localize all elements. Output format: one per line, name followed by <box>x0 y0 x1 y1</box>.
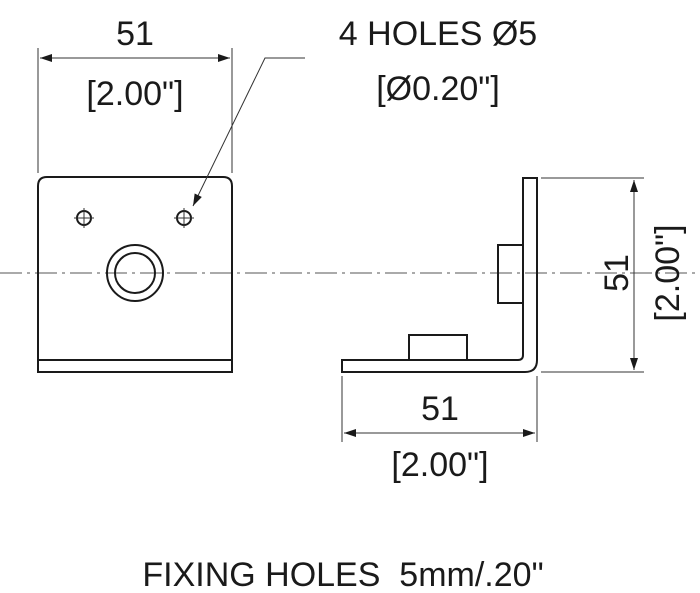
boss-inner <box>114 252 156 294</box>
fixing-hole-left <box>74 208 94 228</box>
front-width-dim-value: 51 <box>116 15 154 53</box>
front-width-dim-imperial: [2.00"] <box>86 75 183 113</box>
holes-callout: 4 HOLES Ø5 [Ø0.20"] <box>192 15 537 207</box>
side-vertical-dim-value: 51 <box>598 254 636 292</box>
fixing-holes-note: FIXING HOLES 5mm/.20" <box>142 556 543 593</box>
holes-callout-line1: 4 HOLES Ø5 <box>339 15 537 53</box>
boss-outer <box>106 244 164 302</box>
boss-side-horizontal <box>408 334 468 361</box>
side-vertical-dimension: 51 [2.00"] <box>541 177 687 373</box>
angle-bracket-profile <box>341 177 538 373</box>
side-vertical-dim-imperial: [2.00"] <box>649 224 687 321</box>
fixing-hole-right <box>174 208 194 228</box>
bracket-base-flange <box>37 359 233 373</box>
boss-side-vertical <box>497 244 524 304</box>
holes-leader-line <box>192 57 305 207</box>
holes-callout-line2: [Ø0.20"] <box>376 70 500 108</box>
side-horizontal-dimension: 51 [2.00"] <box>341 376 538 484</box>
front-width-dimension: 51 [2.00"] <box>37 15 233 173</box>
side-horizontal-dim-value: 51 <box>421 390 459 428</box>
side-view <box>341 177 538 373</box>
side-horizontal-dim-imperial: [2.00"] <box>391 446 488 484</box>
bracket-plate-outline <box>37 176 233 360</box>
front-view <box>37 176 233 373</box>
